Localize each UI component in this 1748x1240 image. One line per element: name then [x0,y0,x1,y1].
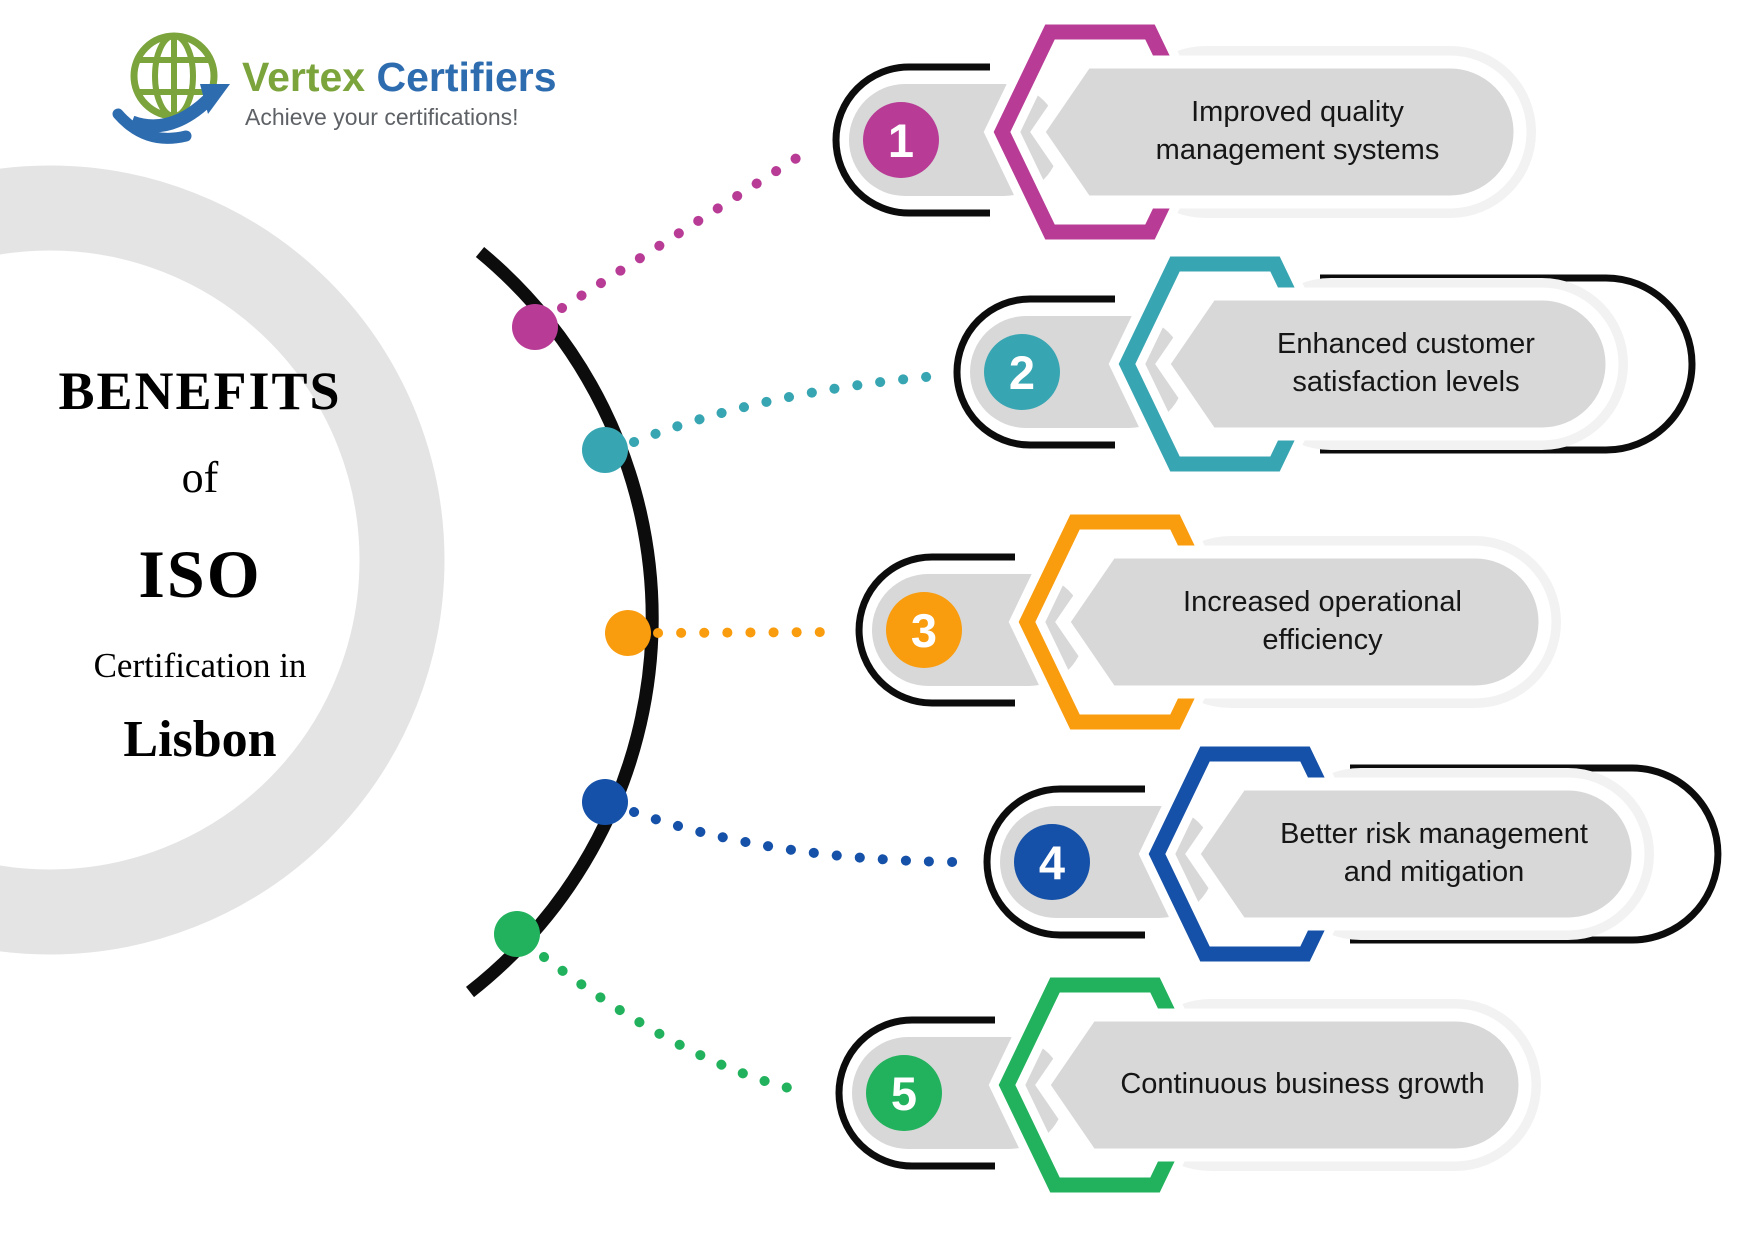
number-circle [863,102,939,178]
number-circle [866,1055,942,1131]
arc-dot-1 [512,304,558,350]
row-outline-left [953,295,1115,449]
text-capsule [1035,1008,1532,1162]
brand-second-word: Certifiers [376,54,557,100]
number-circle [1014,824,1090,900]
number-circle [886,592,962,668]
arc-dot-5 [494,911,540,957]
connector-dotted-line-3 [653,627,843,638]
arc-dot-3 [605,610,651,656]
benefit-label-2: Enhanced customer satisfaction levels [1277,328,1535,398]
title-block: BENEFITS of ISO Certification in Lisbon [0,360,400,769]
timeline-arc [465,246,659,998]
benefit-number-5: 5 [890,1066,918,1120]
title-of: of [181,453,219,502]
arc-dot-4 [582,779,628,825]
benefit-label-3: Increased operational efficiency [1183,586,1462,656]
connector-dotted-line-4 [629,807,961,867]
number-circle [984,334,1060,410]
benefit-number-3: 3 [910,603,938,657]
text-capsule [1030,55,1527,209]
benefit-label-5: Continuous business growth [1120,1068,1485,1101]
benefit-row-5 [835,968,1541,1202]
connector-dotted-line-2 [629,371,941,447]
connector-dotted-line-1 [557,147,811,313]
benefit-row-4 [983,737,1722,971]
benefit-number-2: 2 [1008,345,1036,399]
row-outline-left [835,1016,995,1170]
brand-tagline: Achieve your certifications! [245,104,519,130]
benefit-row-2 [953,247,1696,481]
benefit-label-4: Better risk management and mitigation [1280,818,1588,888]
row-outline-left [832,63,990,217]
row-outline-left [983,785,1145,939]
globe-arrow-icon [112,32,230,144]
arc-dot-2 [582,427,628,473]
benefit-row-1 [832,15,1536,249]
row-outline-left [855,553,1015,707]
title-iso: ISO [138,536,262,612]
text-capsule [1185,777,1645,931]
benefit-number-4: 4 [1038,835,1066,889]
benefit-row-3 [855,505,1561,739]
text-capsule [1155,287,1619,441]
brand-name: Vertex Certifiers [242,54,557,101]
title-benefits: BENEFITS [58,361,342,421]
row-outline-right [1350,764,1722,944]
title-city: Lisbon [123,711,277,768]
brand-first-word: Vertex [242,54,366,100]
vertex-certifiers-logo: Vertex Certifiers Achieve your certifica… [112,20,652,155]
text-capsule [1055,545,1552,699]
background-ring [0,165,445,955]
row-outline-right [1320,274,1696,454]
benefit-label-1: Improved quality management systems [1155,96,1440,166]
connector-dotted-line-5 [539,952,811,1097]
benefit-number-1: 1 [887,113,915,167]
title-certification-in: Certification in [93,646,307,685]
